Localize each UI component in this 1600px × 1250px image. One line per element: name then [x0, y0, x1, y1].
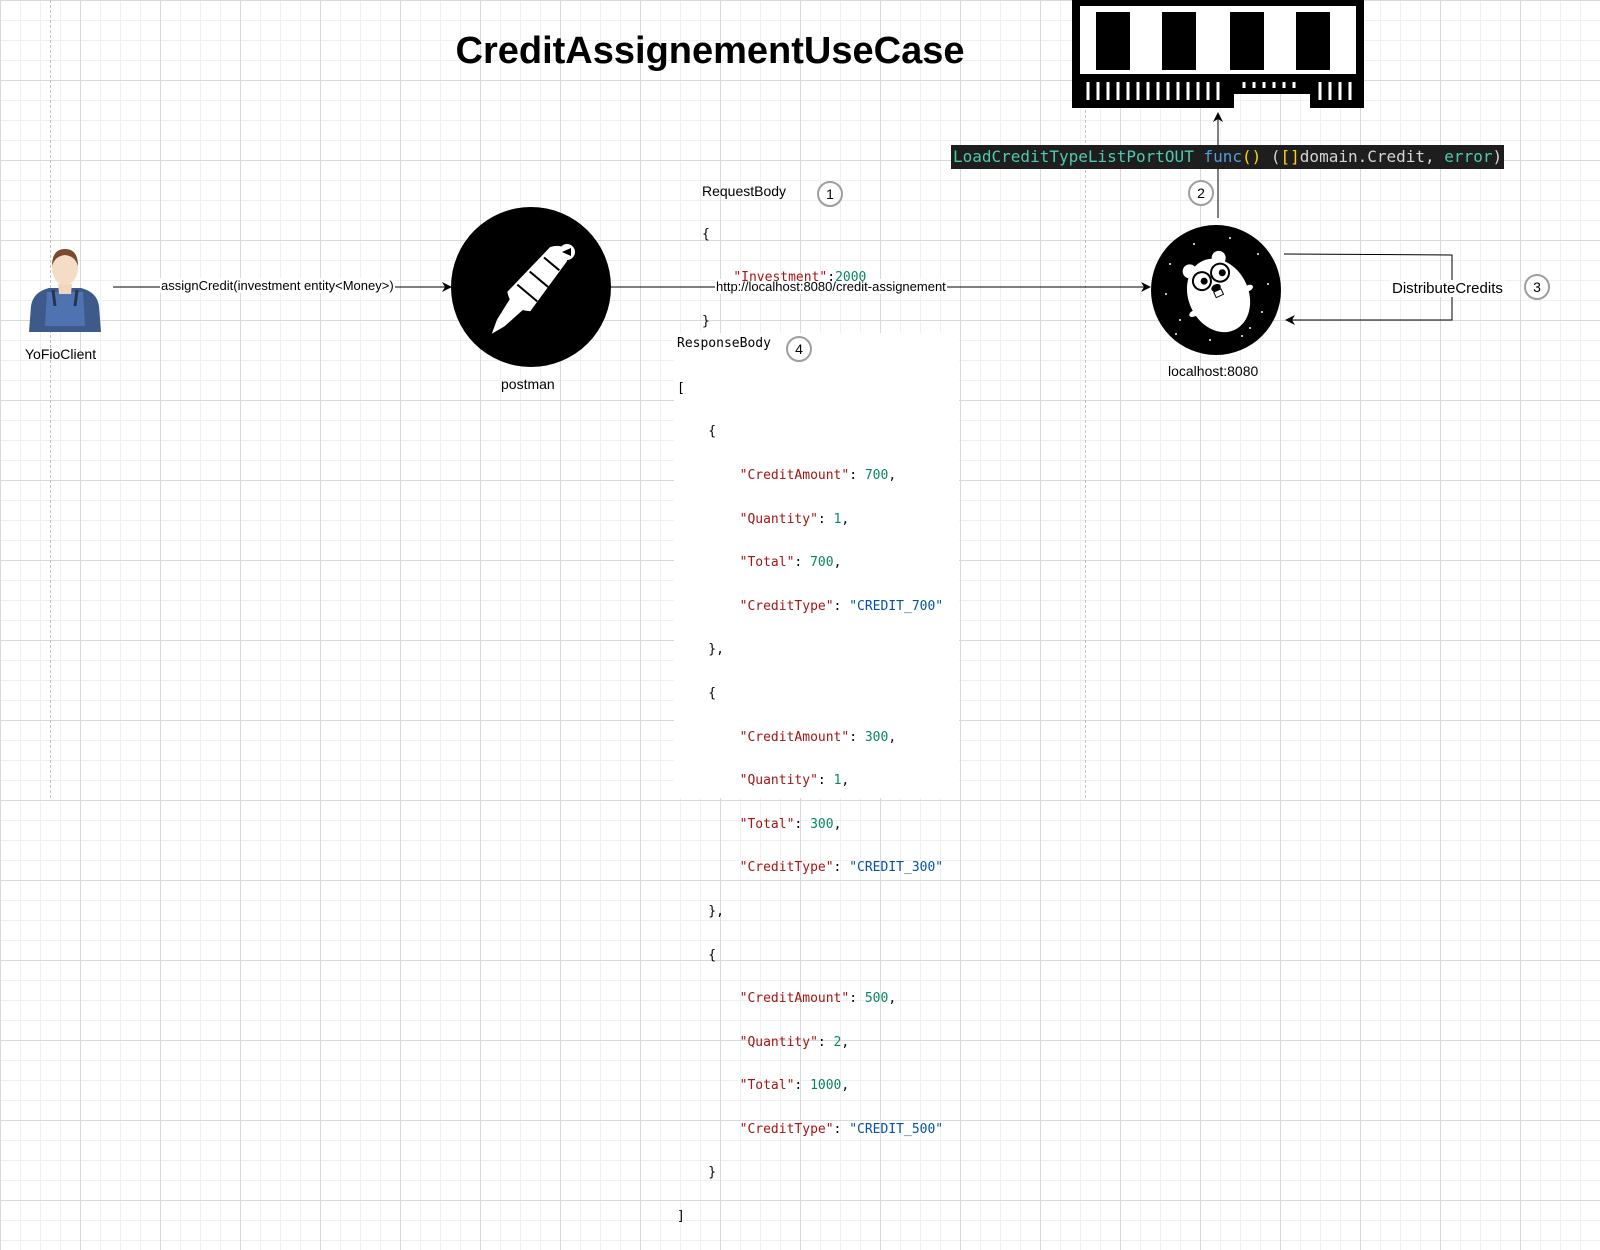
- step-badge-4: 4: [786, 336, 812, 362]
- json-line: "Investment":2000: [702, 267, 866, 289]
- step-badge-2: 2: [1188, 180, 1214, 206]
- server-label: localhost:8080: [1168, 363, 1259, 379]
- json-value: "CREDIT_500": [849, 1121, 944, 1137]
- json-key: "Quantity": [739, 511, 818, 527]
- json-key: "CreditType": [739, 1121, 834, 1137]
- distribute-label: DistributeCredits: [1390, 280, 1505, 297]
- port-return-close: ): [1492, 147, 1503, 166]
- json-line: "Total": 1000,: [739, 1078, 850, 1094]
- json-value: 1: [833, 511, 842, 527]
- port-params: (): [1242, 147, 1262, 166]
- diagram-title: CreditAssignementUseCase: [455, 30, 965, 72]
- json-value: 300: [864, 729, 889, 745]
- lifeline-rule: [50, 0, 51, 798]
- client-label: YoFioClient: [25, 346, 97, 362]
- json-value: 1000: [810, 1078, 842, 1094]
- json-line: "CreditAmount": 300,: [739, 729, 897, 745]
- postman-logo-icon: [451, 207, 611, 367]
- json-object-open: {: [677, 424, 717, 440]
- request-url-label: http://localhost:8080/credit-assignement: [715, 279, 947, 294]
- json-value: "CREDIT_300": [849, 860, 944, 876]
- port-domain: domain.Credit,: [1299, 147, 1445, 166]
- memory-module-icon: [1072, 0, 1364, 108]
- json-line: "CreditAmount": 500,: [739, 991, 897, 1007]
- json-open: {: [702, 226, 710, 242]
- json-key: "Total": [739, 816, 795, 832]
- json-key: "Quantity": [739, 773, 818, 789]
- port-return-open: (: [1261, 147, 1281, 166]
- json-line: "Quantity": 2,: [739, 1034, 850, 1050]
- json-key: "CreditAmount": [739, 467, 850, 483]
- step-badge-1: 1: [817, 181, 843, 207]
- json-object-close: },: [677, 903, 724, 919]
- json-open: [: [677, 380, 685, 396]
- json-key: "Total": [739, 555, 795, 571]
- port-signature: LoadCreditTypeListPortOUT func() ([]doma…: [951, 145, 1505, 169]
- json-value: 700: [810, 555, 834, 571]
- json-object-close: },: [677, 642, 724, 658]
- json-value: 500: [864, 991, 889, 1007]
- response-body-json: [ { "CreditAmount": 700, "Quantity": 1, …: [677, 356, 943, 1250]
- request-body-json: { "Investment":2000 }: [702, 202, 866, 355]
- json-line: "Total": 700,: [739, 555, 842, 571]
- json-close: ]: [677, 1209, 685, 1225]
- json-line: "Quantity": 1,: [739, 773, 850, 789]
- json-key: "Total": [739, 1078, 795, 1094]
- json-object-open: {: [677, 685, 717, 701]
- json-value: 700: [864, 467, 889, 483]
- json-key: "CreditAmount": [739, 729, 850, 745]
- json-value: 300: [810, 816, 834, 832]
- json-key: "Investment": [733, 270, 828, 286]
- json-line: "Quantity": 1,: [739, 511, 850, 527]
- port-error: error: [1444, 147, 1493, 166]
- json-value: 2000: [835, 270, 867, 286]
- json-key: "CreditType": [739, 860, 834, 876]
- json-value: "CREDIT_700": [849, 598, 944, 614]
- json-key: "CreditAmount": [739, 991, 850, 1007]
- step-badge-3: 3: [1524, 274, 1550, 300]
- response-body-panel: [674, 333, 959, 798]
- json-object-open: {: [677, 947, 717, 963]
- port-keyword: func: [1203, 147, 1242, 166]
- port-type-name: LoadCreditTypeListPortOUT: [953, 147, 1194, 166]
- assign-credit-label: assignCredit(investment entity<Money>): [160, 278, 395, 293]
- postman-label: postman: [501, 376, 555, 392]
- json-value: 2: [833, 1034, 842, 1050]
- json-line: "CreditType": "CREDIT_700": [739, 598, 944, 614]
- json-key: "CreditType": [739, 598, 834, 614]
- json-line: "CreditAmount": 700,: [739, 467, 897, 483]
- json-value: 1: [833, 773, 842, 789]
- port-slice: []: [1280, 147, 1300, 166]
- gopher-server-icon: [1151, 225, 1281, 355]
- lifeline-rule: [1085, 0, 1086, 798]
- json-close: }: [702, 313, 710, 329]
- json-line: "Total": 300,: [739, 816, 842, 832]
- json-key: "Quantity": [739, 1034, 818, 1050]
- request-body-label: RequestBody: [702, 183, 787, 199]
- client-avatar-icon: [29, 249, 101, 332]
- json-line: "CreditType": "CREDIT_500": [739, 1121, 944, 1137]
- json-sep: :: [827, 270, 836, 286]
- json-line: "CreditType": "CREDIT_300": [739, 860, 944, 876]
- response-body-label: ResponseBody: [677, 336, 771, 351]
- json-object-close: }: [677, 1165, 717, 1181]
